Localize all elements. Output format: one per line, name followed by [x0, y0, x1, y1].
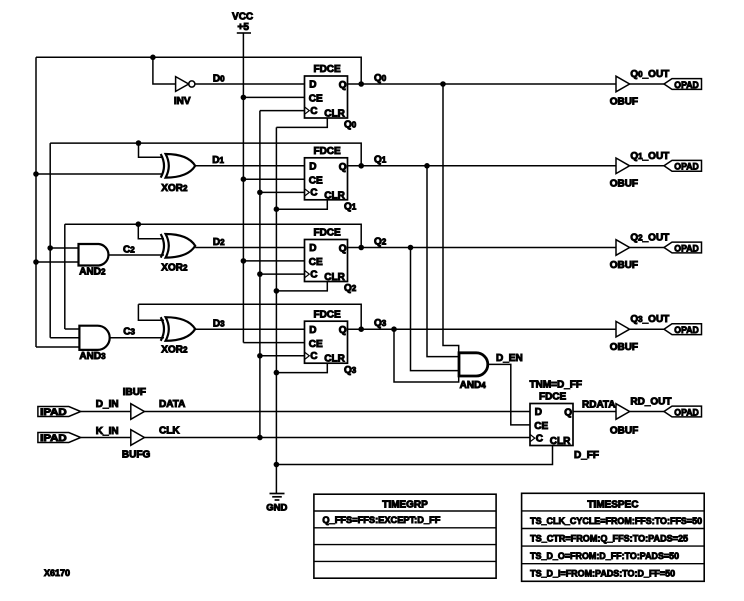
svg-text:CE: CE	[309, 257, 323, 268]
svg-text:Q_FFS=FFS:EXCEPT:D_FF: Q_FFS=FFS:EXCEPT:D_FF	[322, 515, 440, 526]
svg-text:CLK: CLK	[159, 425, 180, 436]
svg-text:Q3: Q3	[374, 318, 387, 329]
svg-text:FDCE: FDCE	[313, 228, 341, 239]
svg-text:Q0_OUT: Q0_OUT	[630, 69, 669, 80]
svg-text:D0: D0	[213, 74, 225, 85]
svg-text:CE: CE	[309, 94, 323, 105]
svg-text:OBUF: OBUF	[610, 260, 638, 271]
svg-text:DATA: DATA	[159, 399, 185, 410]
svg-text:Q0: Q0	[344, 120, 357, 131]
svg-text:+5: +5	[237, 22, 249, 33]
svg-text:D: D	[535, 407, 542, 418]
svg-text:D: D	[309, 325, 316, 336]
svg-text:AND4: AND4	[460, 380, 487, 391]
svg-text:CLR: CLR	[324, 354, 345, 365]
svg-text:GND: GND	[266, 503, 287, 514]
svg-text:Q: Q	[339, 162, 347, 173]
svg-text:CLR: CLR	[324, 190, 345, 201]
svg-text:CE: CE	[534, 421, 548, 432]
svg-text:OBUF: OBUF	[610, 97, 638, 108]
svg-text:AND3: AND3	[79, 351, 106, 362]
svg-text:C3: C3	[123, 326, 135, 337]
svg-text:Q1: Q1	[344, 202, 357, 213]
svg-text:RD_OUT: RD_OUT	[630, 397, 671, 408]
svg-text:D: D	[309, 161, 316, 172]
svg-text:OPAD: OPAD	[674, 162, 699, 173]
svg-text:CLR: CLR	[324, 109, 345, 120]
svg-text:IPAD: IPAD	[40, 407, 67, 418]
svg-text:Q: Q	[339, 80, 347, 91]
svg-text:C: C	[310, 351, 317, 362]
svg-text:OPAD: OPAD	[674, 407, 699, 418]
svg-text:XOR2: XOR2	[161, 262, 188, 273]
svg-text:Q1_OUT: Q1_OUT	[630, 151, 669, 162]
svg-text:TS_D_I=FROM:PADS:TO:D_FF=50: TS_D_I=FROM:PADS:TO:D_FF=50	[530, 569, 675, 580]
svg-text:Q: Q	[564, 408, 572, 419]
svg-text:CLR: CLR	[550, 436, 571, 447]
svg-text:C: C	[310, 106, 317, 117]
svg-text:K_IN: K_IN	[96, 426, 119, 437]
svg-text:D1: D1	[212, 155, 224, 166]
svg-text:X6170: X6170	[44, 568, 70, 578]
svg-text:TIMESPEC: TIMESPEC	[587, 499, 638, 510]
svg-text:C: C	[536, 433, 543, 444]
svg-text:D_FF: D_FF	[574, 450, 599, 461]
svg-text:OBUF: OBUF	[610, 178, 638, 189]
svg-text:INV: INV	[174, 96, 191, 107]
svg-text:Q: Q	[339, 325, 347, 336]
svg-text:TS_D_O=FROM:D_FF:TO:PADS=50: TS_D_O=FROM:D_FF:TO:PADS=50	[530, 551, 679, 562]
svg-text:D2: D2	[213, 237, 225, 248]
svg-text:Q2_OUT: Q2_OUT	[630, 233, 669, 244]
svg-text:D: D	[309, 243, 316, 254]
svg-text:OPAD: OPAD	[674, 325, 699, 336]
svg-text:Q2: Q2	[344, 283, 357, 294]
svg-text:Q: Q	[339, 244, 347, 255]
svg-text:C: C	[310, 188, 317, 199]
svg-text:AND2: AND2	[79, 267, 106, 278]
svg-text:FDCE: FDCE	[313, 64, 341, 75]
svg-text:FDCE: FDCE	[313, 309, 341, 320]
svg-text:XOR2: XOR2	[161, 345, 188, 356]
svg-text:OBUF: OBUF	[610, 425, 638, 436]
svg-text:C: C	[310, 269, 317, 280]
svg-text:TS_CLK_CYCLE=FROM:FFS:TO:FFS=5: TS_CLK_CYCLE=FROM:FFS:TO:FFS=50	[530, 516, 702, 527]
svg-text:Q1: Q1	[374, 155, 387, 166]
svg-text:TNM=D_FF: TNM=D_FF	[530, 380, 583, 391]
svg-text:IBUF: IBUF	[123, 387, 146, 398]
svg-text:TIMEGRP: TIMEGRP	[382, 499, 428, 510]
svg-text:D_IN: D_IN	[96, 399, 119, 410]
svg-text:Q2: Q2	[374, 236, 387, 247]
svg-text:OBUF: OBUF	[610, 342, 638, 353]
svg-text:BUFG: BUFG	[122, 450, 151, 461]
svg-text:RDATA: RDATA	[582, 400, 616, 411]
svg-text:TS_CTR=FROM:Q_FFS:TO:PADS=25: TS_CTR=FROM:Q_FFS:TO:PADS=25	[530, 534, 689, 545]
svg-text:Q3: Q3	[344, 365, 357, 376]
svg-text:VCC: VCC	[232, 12, 253, 23]
svg-text:D3: D3	[213, 319, 225, 330]
svg-text:FDCE: FDCE	[539, 392, 567, 403]
svg-text:OPAD: OPAD	[674, 243, 699, 254]
svg-text:FDCE: FDCE	[313, 146, 341, 157]
svg-text:C2: C2	[123, 244, 135, 255]
svg-text:D_EN: D_EN	[496, 353, 523, 364]
svg-text:Q0: Q0	[374, 73, 387, 84]
svg-text:XOR2: XOR2	[161, 183, 188, 194]
svg-text:Q3_OUT: Q3_OUT	[630, 314, 669, 325]
svg-text:CE: CE	[309, 176, 323, 187]
svg-text:D: D	[309, 80, 316, 91]
svg-text:CLR: CLR	[324, 272, 345, 283]
svg-text:OPAD: OPAD	[674, 80, 699, 91]
svg-text:IPAD: IPAD	[40, 433, 67, 444]
svg-text:CE: CE	[309, 339, 323, 350]
